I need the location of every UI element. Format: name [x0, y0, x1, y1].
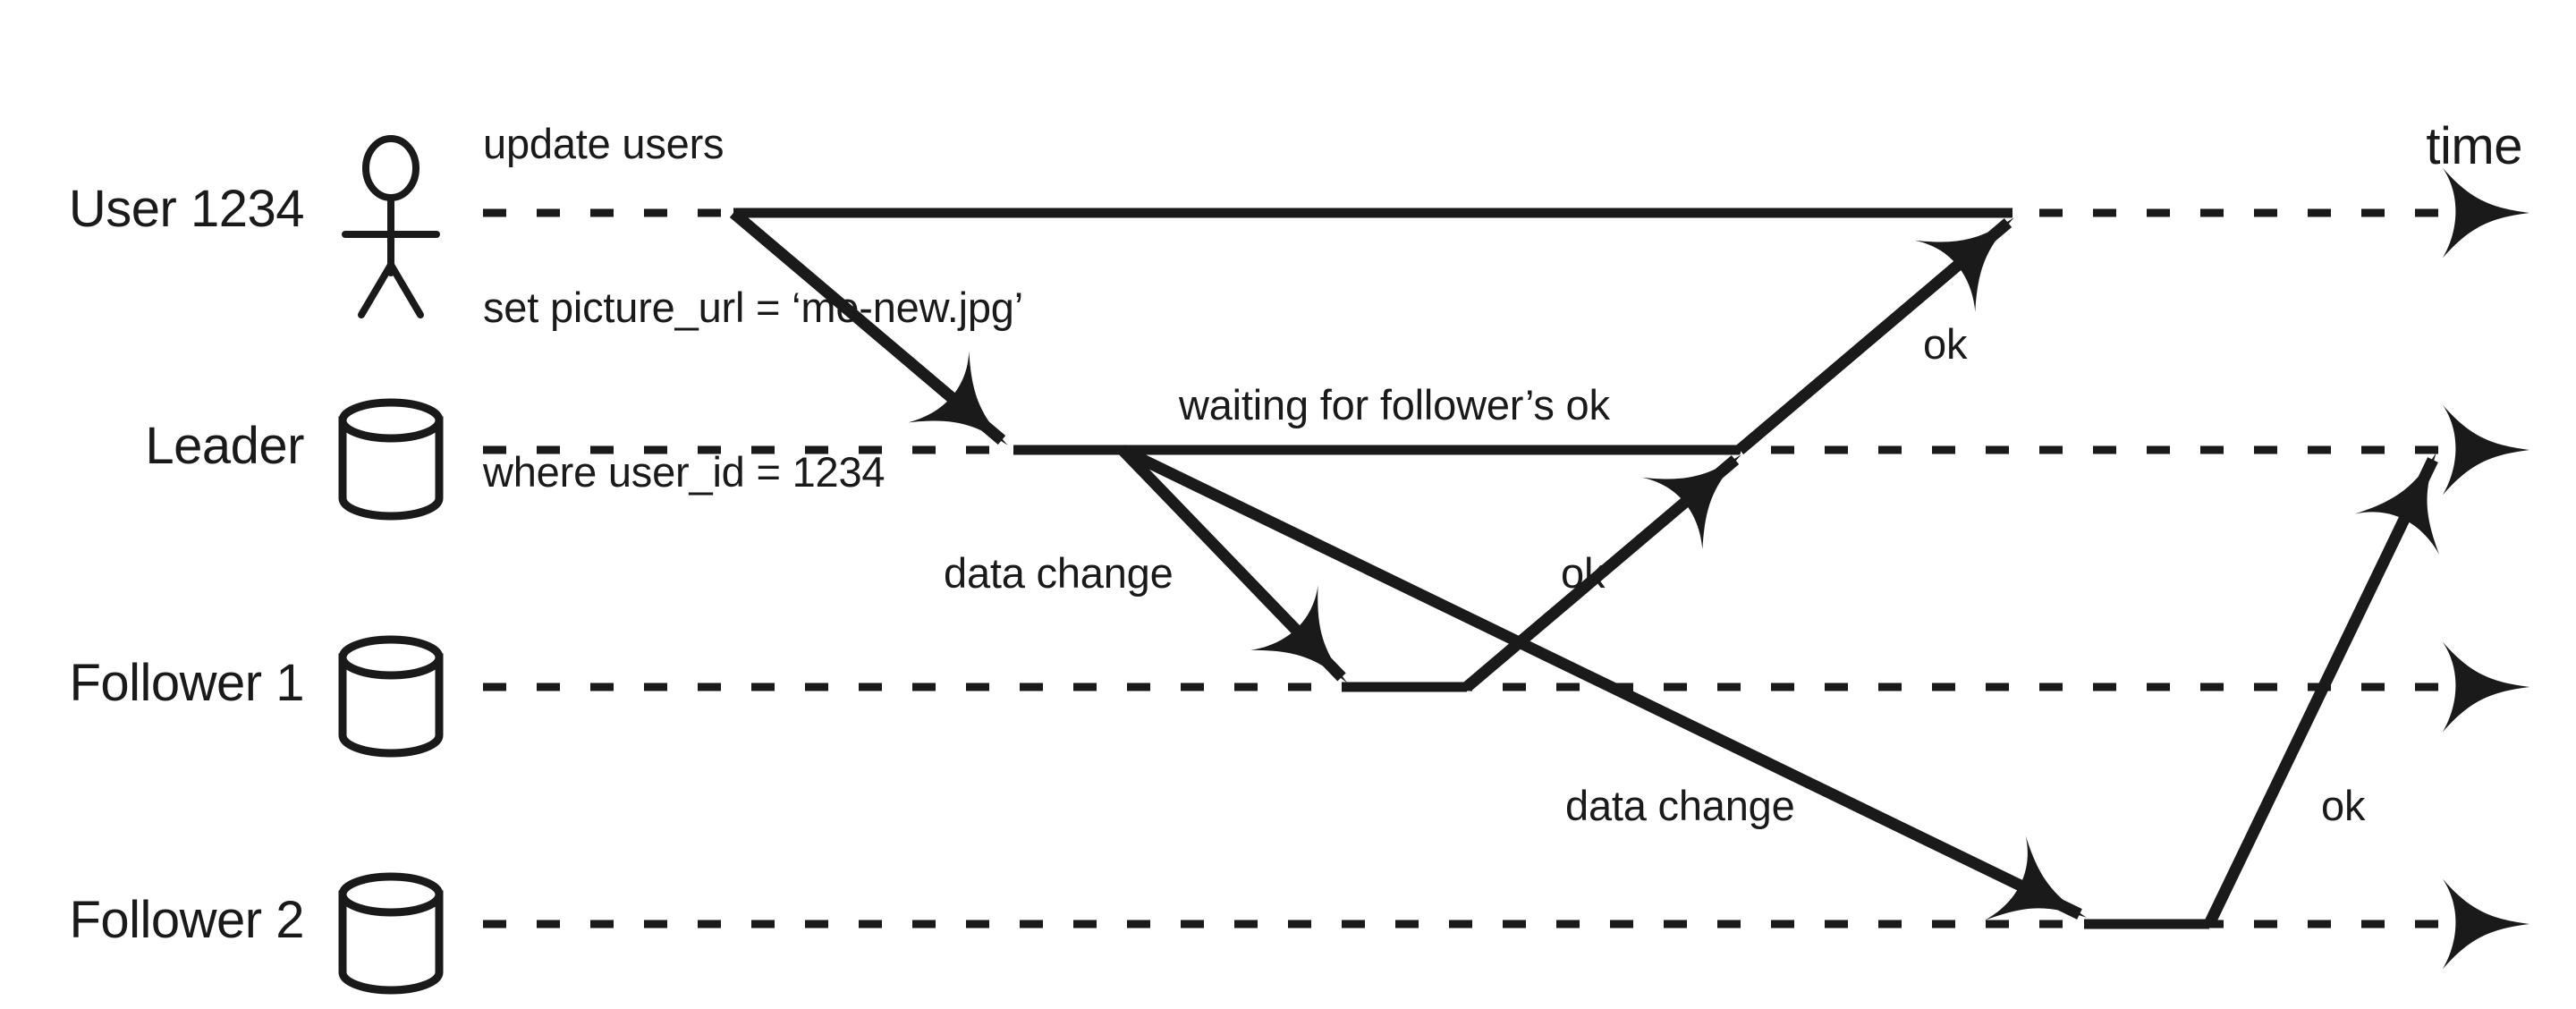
- message-label-waiting-for-followers-ok: waiting for follower’s ok: [1179, 381, 1610, 428]
- message-label-data-change-follower2: data change: [1565, 782, 1795, 829]
- message-label-ok-follower2-to-leader: ok: [2321, 782, 2366, 829]
- database-cylinder-icon-follower2: [338, 872, 444, 995]
- arrow-leader-to-follower1: [1118, 445, 1348, 683]
- arrow-follower2-to-leader: [2204, 452, 2440, 927]
- arrow-follower1-to-leader: [1462, 454, 1741, 691]
- message-arrows: [729, 208, 2440, 927]
- time-axis-caption: time: [2426, 117, 2522, 175]
- message-label-ok-follower1-to-leader: ok: [1561, 549, 1606, 597]
- participant-label-leader: Leader: [145, 417, 304, 475]
- database-cylinder-icon-follower1: [338, 635, 444, 758]
- arrow-user-to-leader: [729, 208, 1008, 445]
- participant-label-follower2: Follower 2: [69, 891, 304, 949]
- participant-label-user: User 1234: [68, 180, 305, 238]
- sql-statement-block: update users set picture_url = ‘me-new.j…: [483, 7, 1288, 608]
- sql-line-3: where user_id = 1234: [483, 447, 886, 496]
- sql-line-2: set picture_url = ‘me-new.jpg’: [483, 284, 1023, 332]
- sql-line-1: update users: [483, 120, 724, 168]
- database-cylinder-icon-leader: [338, 398, 444, 521]
- arrow-leader-to-follower2: [1120, 445, 2087, 920]
- arrow-leader-to-user: [1735, 217, 2014, 454]
- message-label-data-change-follower1: data change: [944, 549, 1174, 597]
- message-label-ok-leader-to-user: ok: [1923, 320, 1968, 368]
- actor-stick-figure-icon: [342, 135, 440, 318]
- participant-label-follower1: Follower 1: [69, 654, 304, 712]
